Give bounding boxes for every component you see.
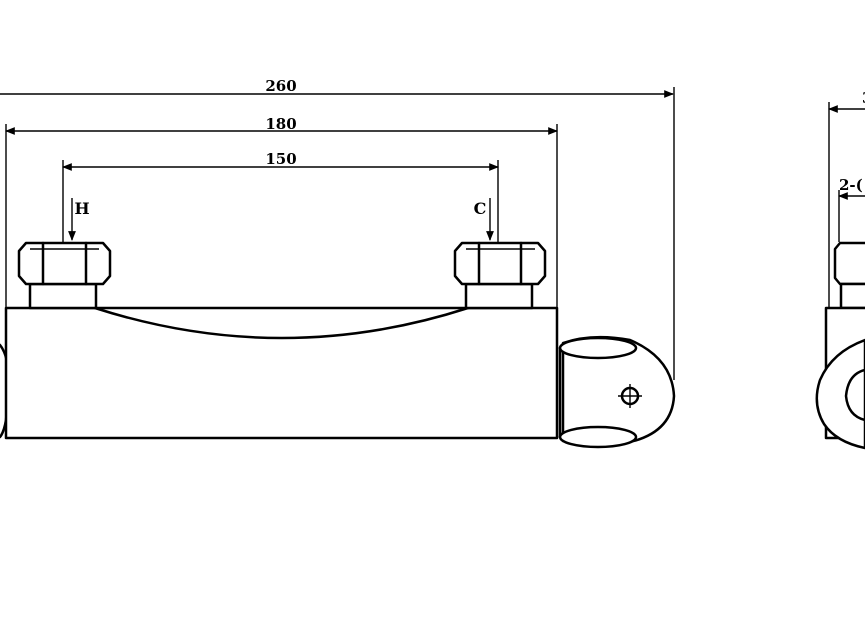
dimension-body: 180 [5, 115, 558, 308]
right-handle [558, 335, 676, 449]
side-dimension-top-label: 3 [862, 89, 865, 107]
cold-inlet-label: C [474, 199, 487, 218]
cold-connector [453, 241, 547, 310]
side-dimension-second-label: 2-( [839, 176, 863, 194]
hot-connector [17, 241, 112, 310]
body-curve [93, 306, 470, 340]
front-view: 260 180 150 H C [0, 77, 676, 449]
dimension-overall: 260 [0, 77, 675, 380]
valve-body [4, 306, 559, 440]
dimension-inlet-centers: 150 [62, 150, 499, 242]
dimension-inlet-centers-label: 150 [265, 150, 296, 168]
dimension-overall-label: 260 [265, 77, 296, 95]
hot-inlet-label: H [74, 199, 89, 218]
dimension-body-label: 180 [265, 115, 296, 133]
side-view: 3 2-( [815, 89, 865, 450]
